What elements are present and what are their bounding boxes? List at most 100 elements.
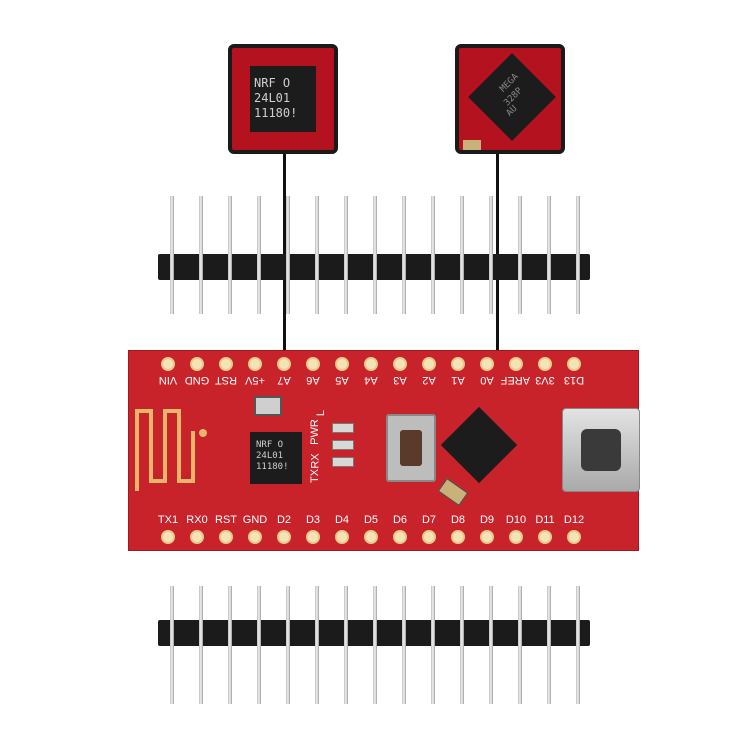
pin-label: RX0 xyxy=(186,514,208,526)
led-tx xyxy=(332,457,354,467)
pin-pad xyxy=(422,357,436,371)
pin-label: GND xyxy=(242,514,268,526)
nrf-chip-text-1: NRF O xyxy=(254,76,291,90)
header-pin xyxy=(402,586,406,704)
pin-label: RST xyxy=(215,374,237,386)
pin-pad xyxy=(335,357,349,371)
pin-pad xyxy=(190,530,204,544)
pin-pad xyxy=(219,530,233,544)
header-pin xyxy=(315,586,319,704)
header-pin xyxy=(547,196,551,314)
header-pin xyxy=(402,196,406,314)
pin-label: A6 xyxy=(306,374,320,386)
pin-label: D5 xyxy=(363,514,379,526)
pin-label: A2 xyxy=(422,374,436,386)
pin-pad xyxy=(306,357,320,371)
pin-pad xyxy=(480,530,494,544)
pin-label: D4 xyxy=(334,514,350,526)
pin-label: 3V3 xyxy=(535,374,555,386)
pin-label: D6 xyxy=(392,514,408,526)
pin-label: D11 xyxy=(535,514,555,526)
mcu-chip-inset: MEGA 328P AU xyxy=(455,44,565,154)
pin-label: AREF xyxy=(500,374,530,386)
nrf-callout-line xyxy=(283,154,286,444)
pin-label: GND xyxy=(184,374,210,386)
header-pin xyxy=(315,196,319,314)
pin-label: A7 xyxy=(277,374,291,386)
header-pin xyxy=(460,586,464,704)
pin-pad xyxy=(393,530,407,544)
header-pin xyxy=(170,586,174,704)
nrf-chip-text-3: 11180! xyxy=(254,106,298,120)
header-pin xyxy=(344,196,348,314)
pcb-board xyxy=(128,350,639,551)
header-pin xyxy=(228,196,232,314)
header-pin xyxy=(576,586,580,704)
led-rx xyxy=(332,440,354,450)
mcu-callout-line xyxy=(496,154,499,432)
pin-pad xyxy=(248,530,262,544)
led-label-pwr: PWR xyxy=(308,419,321,445)
pin-pad xyxy=(538,357,552,371)
pin-pad xyxy=(509,357,523,371)
header-pin xyxy=(460,196,464,314)
led-pwr xyxy=(332,423,354,433)
bottom-pin-header xyxy=(158,576,590,706)
pin-pad xyxy=(161,530,175,544)
pin-label: A1 xyxy=(451,374,465,386)
pin-pad xyxy=(364,357,378,371)
nrf-chip-inset: NRF O 24L01 11180! xyxy=(228,44,338,154)
header-pin xyxy=(228,586,232,704)
pin-label: D9 xyxy=(479,514,495,526)
header-pin xyxy=(431,586,435,704)
pin-pad xyxy=(567,530,581,544)
pin-label: TX1 xyxy=(157,514,179,526)
led-label-l: L xyxy=(315,409,328,417)
pin-label: D2 xyxy=(276,514,292,526)
pin-pad xyxy=(567,357,581,371)
header-pin xyxy=(576,196,580,314)
pin-label: A3 xyxy=(393,374,407,386)
pin-label: RST xyxy=(215,514,237,526)
pin-pad xyxy=(190,357,204,371)
reset-button-cap xyxy=(400,430,422,466)
pin-pad xyxy=(422,530,436,544)
led-label-rx: RX xyxy=(309,453,322,469)
header-pin xyxy=(518,586,522,704)
pin-pad xyxy=(277,530,291,544)
header-pin xyxy=(199,196,203,314)
header-pin xyxy=(431,196,435,314)
pin-label: D10 xyxy=(505,514,527,526)
pin-label: D7 xyxy=(421,514,437,526)
onboard-nrf-chip: NRF O 24L01 11180! xyxy=(250,432,302,484)
pin-pad xyxy=(248,357,262,371)
header-pin xyxy=(373,586,377,704)
pin-pad xyxy=(277,357,291,371)
pin-label: A0 xyxy=(480,374,494,386)
pin-label: A5 xyxy=(335,374,349,386)
usb-port-slot xyxy=(581,429,621,471)
onboard-nrf-text-1: NRF O xyxy=(256,440,284,450)
pin-label: D13 xyxy=(563,374,585,386)
header-pin xyxy=(257,586,261,704)
pin-pad xyxy=(219,357,233,371)
pin-label: D3 xyxy=(305,514,321,526)
pin-label: +5V xyxy=(245,374,265,386)
reset-button xyxy=(386,414,436,482)
header-pin xyxy=(286,196,290,314)
pin-pad xyxy=(161,357,175,371)
led-label-tx: TX xyxy=(309,468,322,484)
header-pin xyxy=(547,586,551,704)
crystal xyxy=(463,140,481,150)
pin-pad xyxy=(306,530,320,544)
pin-pad xyxy=(451,357,465,371)
pin-pad xyxy=(480,357,494,371)
antenna-trace xyxy=(135,409,207,491)
pin-pad xyxy=(364,530,378,544)
pin-label: VIN xyxy=(158,374,178,386)
nrf-chip-text-2: 24L01 xyxy=(254,91,291,105)
header-pin xyxy=(286,586,290,704)
onboard-crystal xyxy=(254,396,282,416)
top-pin-header xyxy=(158,196,590,316)
pin-pad xyxy=(538,530,552,544)
